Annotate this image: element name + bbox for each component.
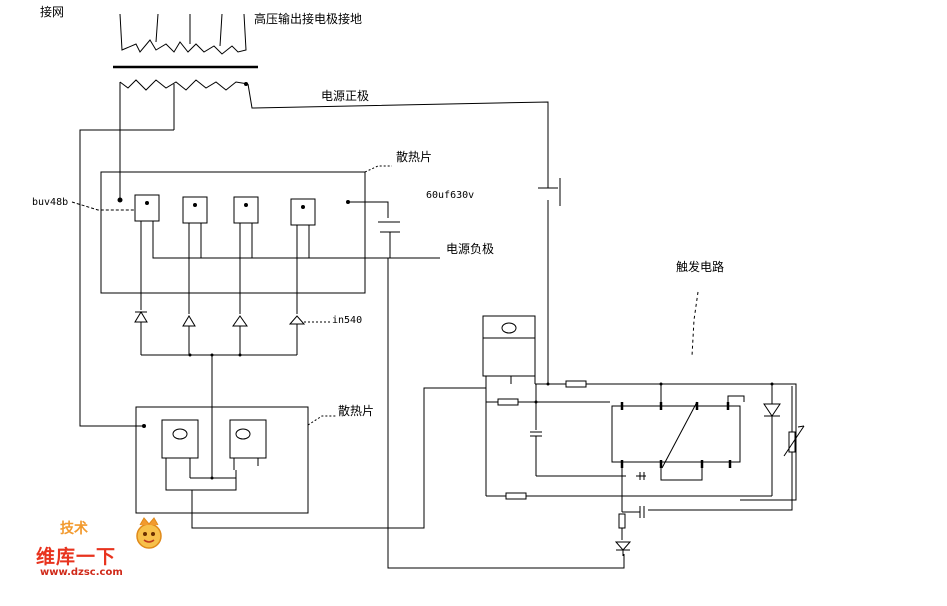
capacitor-c2 <box>530 431 542 437</box>
node-dot <box>659 382 663 386</box>
trigger-leader <box>691 291 699 357</box>
driver-module <box>482 315 536 384</box>
trigger-ic <box>611 405 741 463</box>
node-dot <box>546 382 550 386</box>
buv48b-leader <box>71 201 135 211</box>
capacitor-small <box>378 221 400 233</box>
wire-primary-left <box>79 129 174 427</box>
node-dot <box>142 424 146 428</box>
heatsink-bottom-box <box>135 406 309 514</box>
resistor-r2 <box>497 398 519 406</box>
node-dot <box>770 382 774 386</box>
transistor-q5 <box>161 419 199 470</box>
wire-bottom-to-driver <box>191 387 486 529</box>
transformer-secondary <box>119 13 247 55</box>
diode-d1 <box>134 311 148 355</box>
node-dot <box>244 82 248 86</box>
transformer-primary <box>119 79 249 200</box>
resistor-r1 <box>565 380 587 388</box>
watermark-top-text: 技术 <box>60 521 88 537</box>
transistor-q1 <box>134 194 160 232</box>
diode-right <box>763 403 781 417</box>
capacitor-c3 <box>636 472 646 480</box>
watermark-logo: 技术 维库一下 www.dzsc.com <box>36 516 166 588</box>
node-dot <box>346 200 350 204</box>
heatsink-top-box <box>100 171 366 294</box>
wire-emitter-bus <box>152 232 440 259</box>
node-dot <box>534 400 538 404</box>
label-capacitor: 60uf630v <box>426 190 475 201</box>
capacitor-c4 <box>639 506 645 518</box>
node-dot <box>210 353 214 357</box>
capacitor-60uf <box>538 178 561 206</box>
transistor-q6 <box>229 419 267 470</box>
transistor-q2 <box>182 196 208 234</box>
transistor-q3 <box>233 196 259 234</box>
diode-d2 <box>182 315 196 355</box>
label-heatsink-bottom: 散热片 <box>338 404 375 418</box>
label-hv-output: 高压输出接电极接地 <box>254 12 363 26</box>
diode-d3 <box>232 315 248 355</box>
label-power-positive: 电源正极 <box>321 89 370 103</box>
node-dot <box>117 197 123 203</box>
node-dot <box>210 476 214 480</box>
mascot-icon <box>136 517 162 549</box>
heatsink-bottom-leader <box>307 415 336 426</box>
node-dot <box>188 353 192 357</box>
diode-bottom <box>614 541 632 551</box>
label-buv48b: buv48b <box>32 197 69 208</box>
heatsink-top-leader <box>364 165 392 173</box>
thyristor <box>783 425 805 457</box>
node-dot <box>238 353 242 357</box>
wire-heatsink-dot <box>348 201 389 218</box>
resistor-r4 <box>618 513 626 529</box>
label-diode-part: in540 <box>332 315 363 326</box>
label-heatsink-top: 散热片 <box>396 150 433 164</box>
label-power-negative: 电源负极 <box>446 242 495 256</box>
resistor-r3 <box>505 492 527 500</box>
label-ground-net: 接网 <box>40 5 65 19</box>
watermark-brand: 维库一下 <box>36 546 117 568</box>
wire-power-positive <box>247 83 549 188</box>
diode-d4 <box>288 315 306 355</box>
transistor-q4 <box>290 198 316 236</box>
label-trigger-circuit: 触发电路 <box>676 260 725 274</box>
watermark-url: www.dzsc.com <box>40 567 123 578</box>
wire-negative-down <box>387 258 625 569</box>
